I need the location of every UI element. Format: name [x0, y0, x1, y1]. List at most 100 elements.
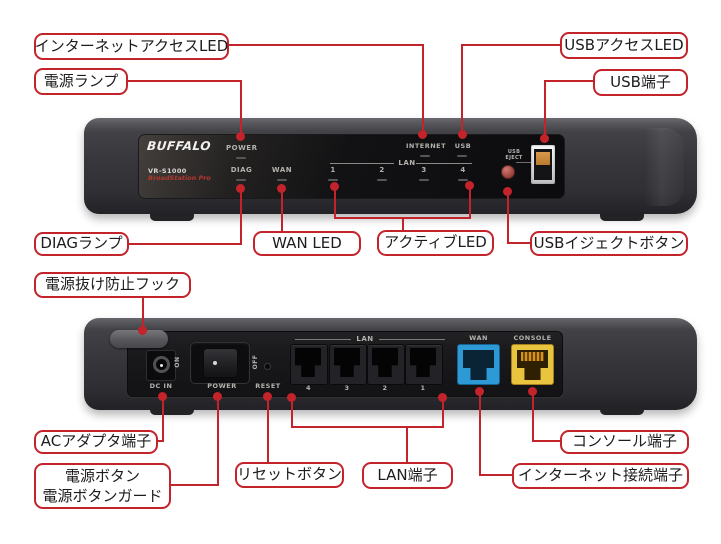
callout-label-internet-port: インターネット接続端子: [512, 463, 689, 489]
callout-label-lan-ports: LAN端子: [362, 462, 453, 489]
wan-led: [277, 179, 287, 181]
wan-led-label: WAN: [271, 166, 293, 174]
callout-dot-active-led-1: [330, 182, 339, 191]
usb-eject-connector-line: [516, 162, 532, 163]
power-off-label: OFF: [251, 354, 259, 370]
front-lan1-label: 1: [330, 166, 336, 174]
rear-lan2-number: 2: [382, 384, 388, 392]
callout-line-console-v: [532, 390, 534, 442]
front-face-panel: [138, 134, 565, 199]
buffalo-logo: BUFFALO: [146, 139, 212, 153]
lan4-led: [458, 179, 468, 181]
callout-dot-power-lamp: [236, 132, 245, 141]
rear-lan1-number: 1: [420, 384, 426, 392]
lan3-led: [419, 179, 429, 181]
callout-label-reset-button: リセットボタン: [235, 462, 344, 488]
callout-dot-reset: [263, 392, 272, 401]
callout-dot-wan-led: [277, 184, 286, 193]
callout-line-internet-access-led: [228, 44, 424, 46]
callout-line-usb-eject-h: [507, 242, 532, 244]
console-label: CONSOLE: [513, 334, 552, 342]
callout-label-diag-lamp: DIAGランプ: [34, 232, 129, 256]
callout-line-ac-h: [155, 440, 164, 442]
callout-label-internet-access-led: インターネットアクセスLED: [34, 33, 229, 60]
rear-wan-label: WAN: [469, 334, 488, 342]
callout-line-lan-right: [442, 396, 444, 428]
series-name: BroadStation Pro: [148, 174, 211, 182]
callout-dot-usb-eject: [503, 187, 512, 196]
callout-line-lan-h: [291, 426, 444, 428]
callout-dot-power-button: [213, 392, 222, 401]
rear-lan3-number: 3: [344, 384, 350, 392]
reset-label: RESET: [255, 382, 281, 390]
power-switch-dot: [213, 361, 217, 365]
callout-line-active-led-drop: [402, 217, 404, 231]
lan-group-line-right: [416, 163, 472, 164]
callout-line-usb-eject-v: [507, 191, 509, 244]
console-port-pins: [521, 352, 544, 361]
callout-line-console-h: [532, 440, 562, 442]
lan1-led: [328, 179, 338, 181]
front-foot-left: [150, 212, 194, 221]
callout-line-usb-port-v: [544, 80, 546, 140]
callout-label-usb-access-led: USBアクセスLED: [560, 32, 688, 59]
front-lan-label: LAN: [398, 159, 416, 167]
front-lan3-label: 3: [421, 166, 427, 174]
usb-port-tongue: [536, 152, 550, 165]
internet-led: [420, 155, 430, 157]
usb-eject-print-line2: EJECT: [505, 155, 523, 161]
usb-led: [457, 155, 467, 157]
diag-led-label: DIAG: [230, 166, 253, 174]
usb-eject-print-line1: USB: [507, 149, 521, 155]
internet-led-label: INTERNET: [406, 142, 447, 150]
callout-line-diag-lamp: [127, 243, 241, 245]
callout-dot-active-led-4: [465, 181, 474, 190]
front-lan2-label: 2: [379, 166, 385, 174]
power-on-label: ON: [173, 356, 181, 368]
callout-line-active-led-left: [334, 186, 336, 219]
callout-line-power-lamp: [126, 80, 242, 82]
power-led: [236, 157, 246, 159]
rear-lan-label: LAN: [356, 335, 374, 343]
callout-line-internet-access-led-v: [422, 44, 424, 136]
callout-label-power-unplug-hook: 電源抜け防止フック: [34, 272, 191, 298]
lan2-led: [377, 179, 387, 181]
front-lan4-label: 4: [460, 166, 466, 174]
callout-dot-lan-4: [287, 393, 296, 402]
callout-label-ac-adapter-port: ACアダプタ端子: [34, 430, 158, 454]
power-cord-hook[interactable]: [110, 330, 168, 348]
front-body-right-sheen: [644, 128, 684, 206]
callout-label-active-led: アクティブLED: [377, 230, 494, 256]
dc-in-pin: [160, 364, 163, 367]
power-switch[interactable]: [203, 348, 238, 378]
callout-line-diag-lamp-v: [240, 188, 242, 245]
dc-in-label: DC IN: [149, 382, 173, 390]
rear-lan-line-left: [295, 339, 351, 340]
callout-line-usb-port: [544, 80, 594, 82]
callout-dot-usb-port: [540, 134, 549, 143]
usb-led-label: USB: [454, 142, 472, 150]
callout-dot-usb-access-led: [458, 130, 467, 139]
callout-dot-lan-1: [438, 393, 447, 402]
callout-line-ac-v: [162, 395, 164, 442]
callout-line-usb-access-led-v: [461, 44, 463, 135]
callout-dot-console: [528, 387, 537, 396]
rear-lan4-number: 4: [305, 384, 312, 392]
callout-line-lan-left: [291, 396, 293, 428]
callout-line-active-led-right: [469, 185, 471, 219]
callout-line-power-button-v: [217, 395, 219, 486]
usb-eject-button[interactable]: [501, 165, 515, 179]
callout-label-power-button: 電源ボタン 電源ボタンガード: [34, 463, 171, 509]
model-number: VR-S1000: [148, 167, 187, 175]
callout-dot-diag-lamp: [236, 184, 245, 193]
callout-line-lan-drop: [406, 426, 408, 463]
callout-dot-internet-port: [475, 387, 484, 396]
callout-label-console-port: コンソール端子: [560, 430, 689, 454]
usb-eject-print: USB EJECT: [498, 149, 530, 161]
rear-foot-left: [150, 406, 194, 415]
power-led-label: POWER: [226, 144, 258, 152]
callout-label-usb-eject-button: USBイジェクトボタン: [530, 231, 688, 256]
reset-hole[interactable]: [264, 363, 271, 370]
callout-line-reset: [267, 395, 269, 463]
